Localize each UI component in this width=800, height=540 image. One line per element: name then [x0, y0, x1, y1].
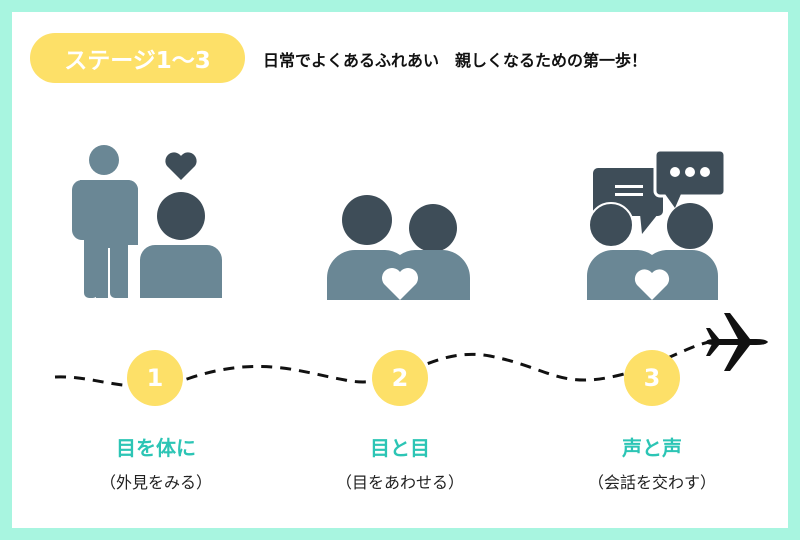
step-2-subtitle: （目をあわせる）: [335, 473, 464, 492]
person-looking-icon: [72, 145, 222, 298]
step-1-title: 目を体に: [116, 436, 196, 460]
airplane-icon: [706, 313, 768, 371]
conversation-icon: [587, 148, 727, 300]
step-3-subtitle: （会話を交わす）: [587, 473, 716, 492]
step-3-number: 3: [624, 350, 680, 406]
step-3-title: 声と声: [622, 436, 682, 460]
stage-badge: ステージ1〜3: [30, 33, 245, 83]
step-2-title: 目と目: [370, 436, 430, 460]
two-people-heart-icon: [327, 195, 470, 300]
step-1-subtitle: （外見をみる）: [99, 473, 212, 492]
step-1-number: 1: [127, 350, 183, 406]
step-2-number: 2: [372, 350, 428, 406]
headline: 日常でよくあるふれあい 親しくなるための第一歩！: [263, 51, 648, 70]
